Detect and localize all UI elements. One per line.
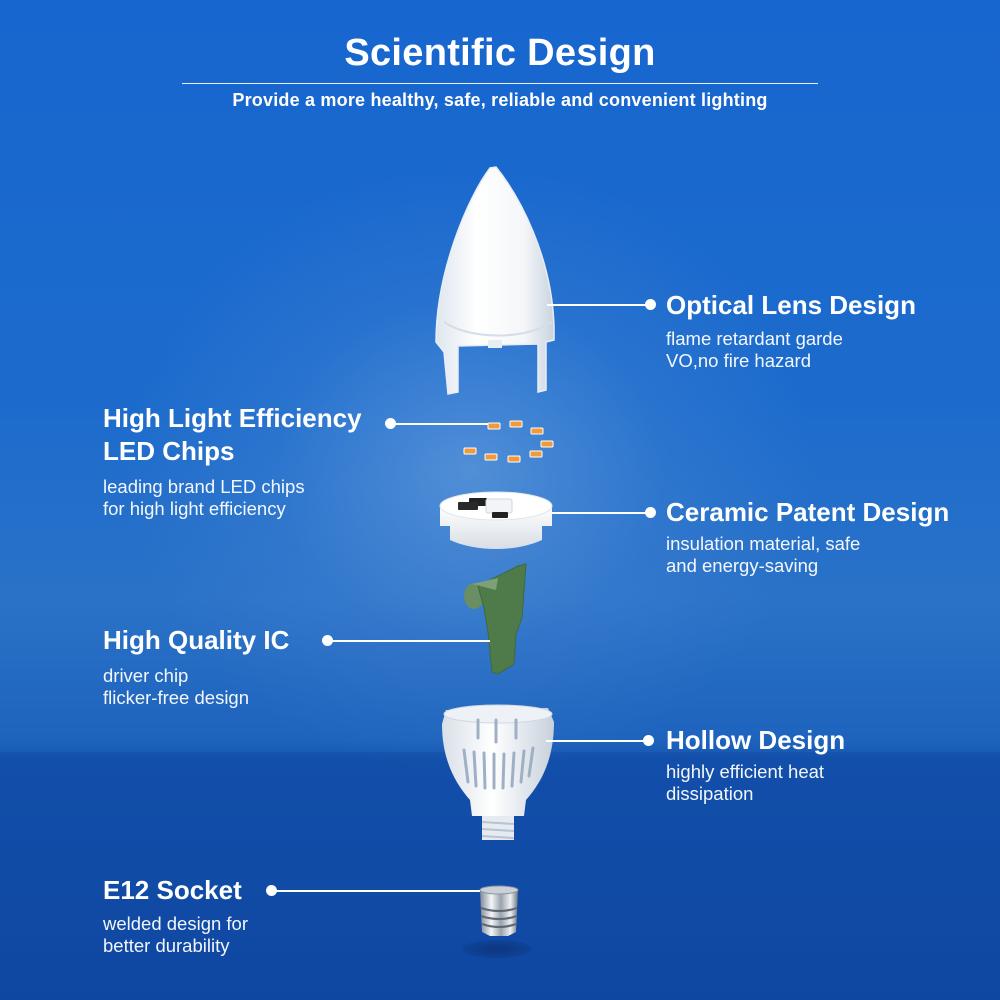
socket-dot — [266, 885, 277, 896]
led-chips-icon — [463, 420, 554, 463]
feature-desc-line: for high light efficiency — [103, 498, 286, 519]
feature-desc-line: and energy-saving — [666, 555, 819, 576]
hollow-dot — [643, 735, 654, 746]
feature-desc-line: VO,no fire hazard — [666, 350, 811, 371]
socket-shadow — [462, 940, 532, 958]
feature-title-line: High Light Efficiency — [103, 403, 362, 433]
led-chips-connector — [393, 423, 488, 425]
feature-title: E12 Socket — [103, 875, 242, 905]
feature-socket: E12 Socket welded design for better dura… — [103, 874, 248, 957]
ic-dot — [322, 635, 333, 646]
feature-desc-line: dissipation — [666, 783, 754, 804]
feature-desc-line: leading brand LED chips — [103, 476, 305, 497]
feature-title: High Quality IC — [103, 625, 290, 655]
heatsink-housing-icon — [442, 704, 554, 840]
feature-hollow: Hollow Design highly efficient heat diss… — [666, 724, 845, 805]
feature-desc-line: better durability — [103, 935, 230, 956]
led-chips-dot — [385, 418, 396, 429]
ic-connector — [330, 640, 490, 642]
feature-title: Hollow Design — [666, 725, 846, 755]
feature-desc-line: driver chip — [103, 665, 189, 686]
feature-desc-line: highly efficient heat — [666, 761, 825, 782]
feature-desc-line: insulation material, safe — [666, 533, 861, 554]
page-title: Scientific Design — [344, 32, 656, 74]
feature-ic: High Quality IC driver chip flicker-free… — [103, 624, 289, 709]
lens-cover-icon — [435, 166, 555, 395]
page-subtitle: Provide a more healthy, safe, reliable a… — [232, 90, 768, 110]
header: Scientific Design — [0, 28, 1000, 78]
feature-desc-line: flame retardant garde — [666, 328, 843, 349]
driver-board-icon — [464, 563, 527, 675]
hollow-connector — [546, 740, 646, 742]
feature-title: Ceramic Patent Design — [666, 497, 950, 527]
ceramic-base-icon — [439, 491, 553, 549]
socket-connector — [275, 890, 480, 892]
feature-optical-lens: Optical Lens Design flame retardant gard… — [666, 289, 916, 372]
optical-lens-connector — [547, 304, 647, 306]
optical-lens-dot — [645, 299, 656, 310]
ceramic-dot — [645, 507, 656, 518]
feature-desc-line: flicker-free design — [103, 687, 250, 708]
title-divider — [182, 83, 818, 84]
feature-ceramic: Ceramic Patent Design insulation materia… — [666, 496, 949, 577]
ceramic-connector — [552, 512, 647, 514]
feature-title-line: LED Chips — [103, 436, 235, 466]
feature-desc-line: welded design for — [103, 913, 249, 934]
feature-led-chips: High Light Efficiency LED Chips leading … — [103, 402, 362, 520]
e12-socket-icon — [479, 885, 519, 936]
feature-title: Optical Lens Design — [666, 290, 916, 320]
